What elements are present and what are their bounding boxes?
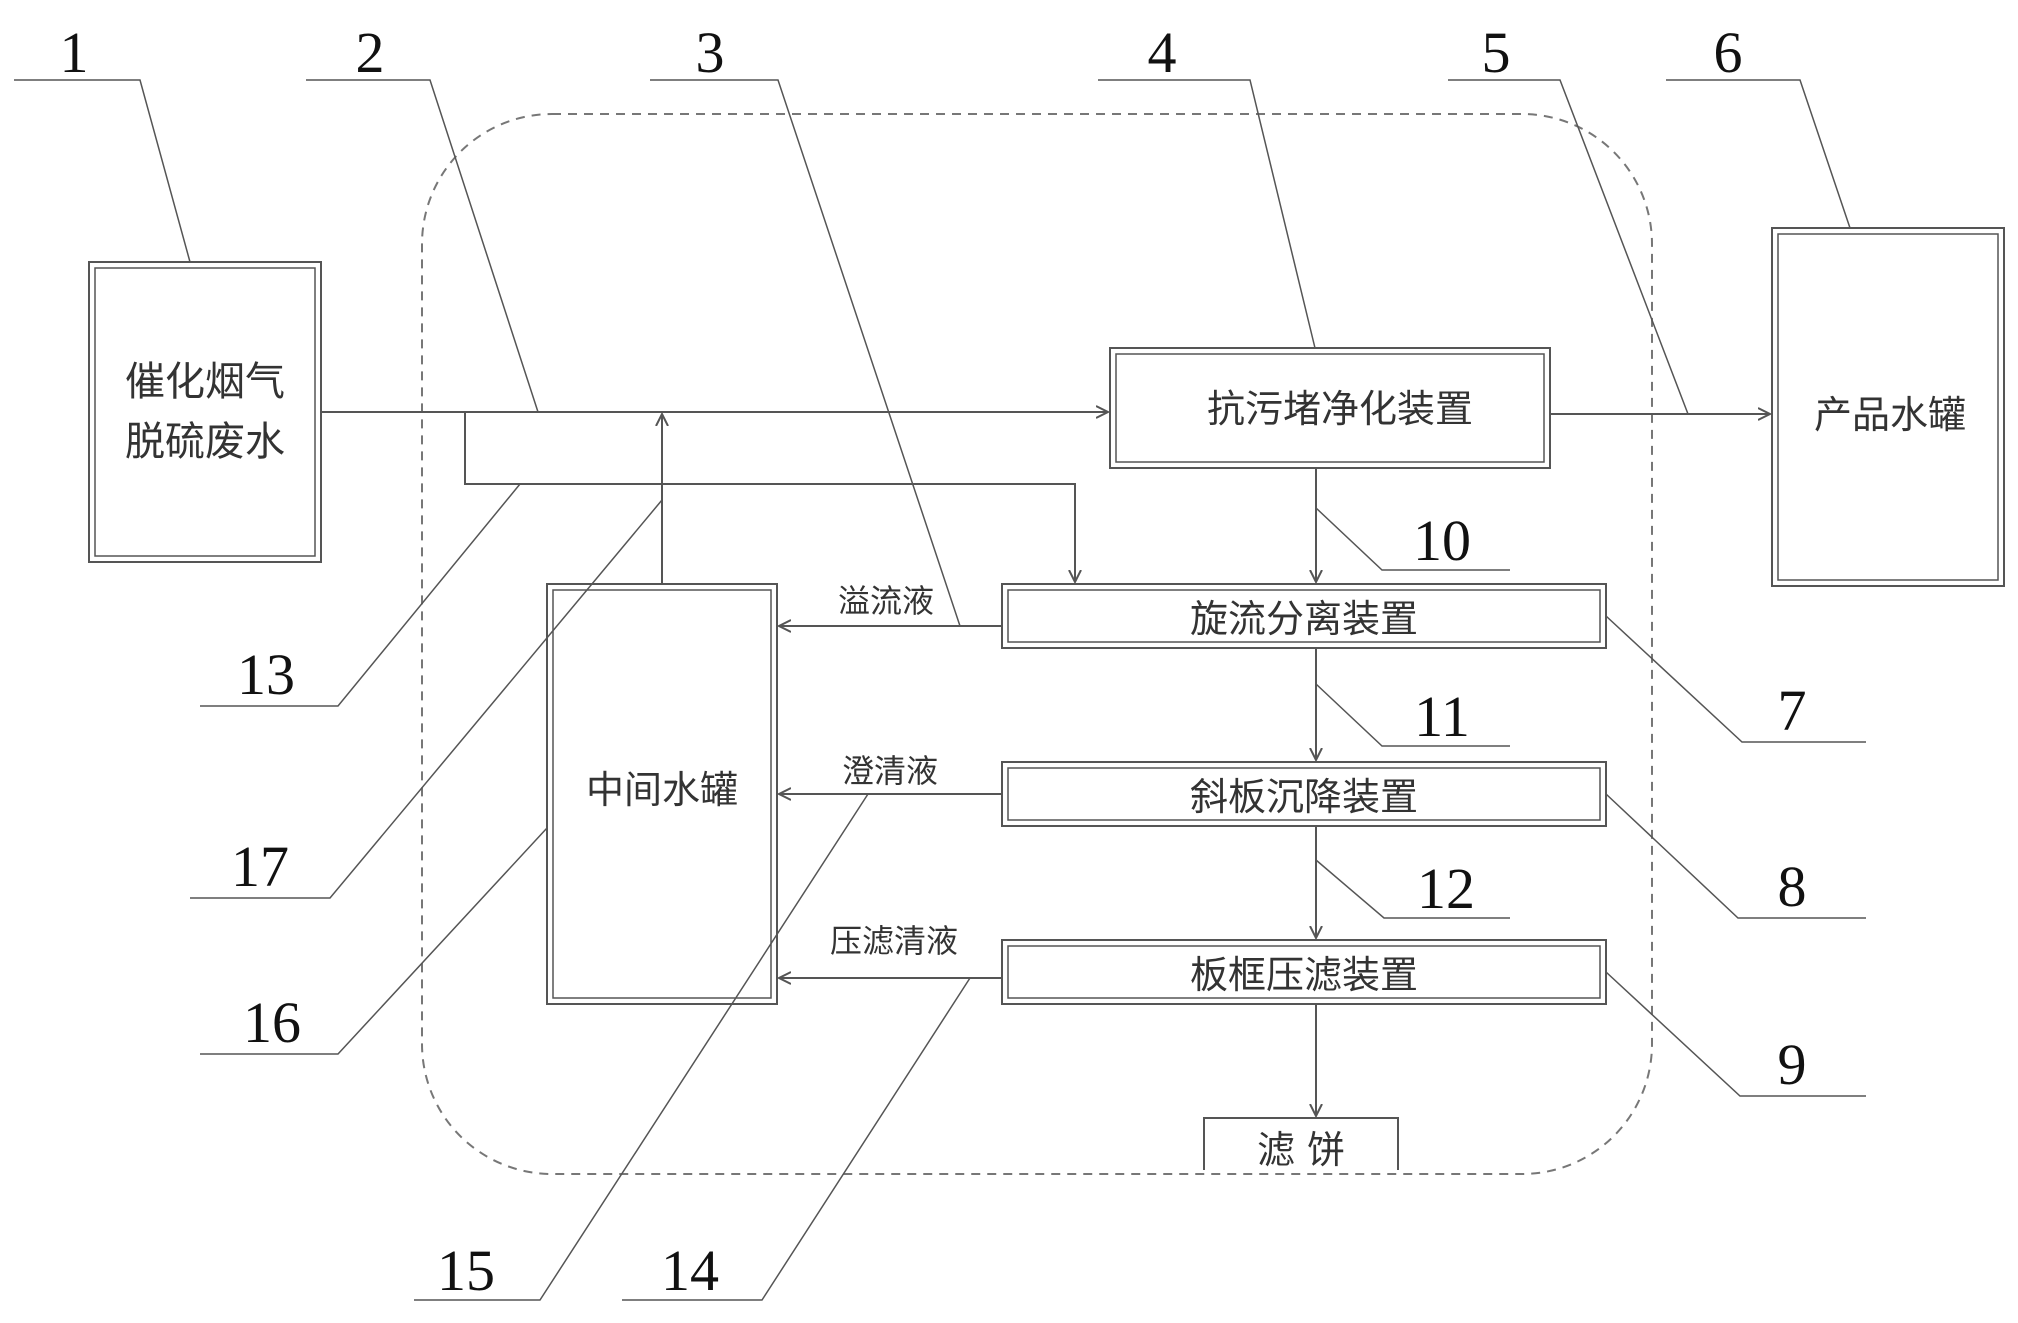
- bypass-line: [464, 412, 1075, 582]
- leader-1: [14, 79, 191, 263]
- callout-9: 9: [1778, 1032, 1807, 1097]
- leader-7: [1605, 615, 1866, 743]
- callout-8: 8: [1778, 854, 1807, 919]
- callout-6: 6: [1714, 20, 1743, 85]
- leader-11: [1315, 683, 1510, 747]
- intermediate-tank-box: 中间水罐: [546, 583, 778, 1005]
- leader-5: [1448, 79, 1689, 415]
- inclined-plate-label: 斜板沉降装置: [1190, 775, 1418, 819]
- purifier-label: 抗污堵净化装置: [1207, 387, 1473, 431]
- leader-14: [622, 977, 971, 1301]
- callout-3: 3: [696, 20, 725, 85]
- inclined-plate-box: 斜板沉降装置: [1001, 761, 1607, 827]
- callout-15: 15: [437, 1238, 495, 1303]
- leader-2: [306, 79, 539, 413]
- callout-7: 7: [1778, 678, 1807, 743]
- callout-10: 10: [1413, 508, 1471, 573]
- product-tank-label: 产品水罐: [1814, 393, 1966, 437]
- intermediate-tank-label: 中间水罐: [586, 768, 738, 812]
- callout-4: 4: [1148, 20, 1177, 85]
- cyclone-label: 旋流分离装置: [1190, 597, 1418, 641]
- callout-2: 2: [356, 20, 385, 85]
- filter-cake-box: 滤 饼: [1203, 1117, 1399, 1172]
- filter-press-label: 板框压滤装置: [1190, 953, 1418, 997]
- cyclone-box: 旋流分离装置: [1001, 583, 1607, 649]
- leader-17: [190, 499, 663, 899]
- callout-1: 1: [60, 20, 89, 85]
- callout-5: 5: [1482, 20, 1511, 85]
- callout-14: 14: [661, 1238, 719, 1303]
- clarified-label: 澄清液: [842, 752, 938, 790]
- leader-6: [1666, 79, 1851, 229]
- leader-16: [200, 827, 548, 1055]
- system-boundary: [421, 113, 1653, 1175]
- leader-3: [650, 79, 961, 627]
- leader-13: [200, 483, 521, 707]
- leader-12: [1315, 859, 1510, 919]
- callout-17: 17: [231, 834, 289, 899]
- overflow-label: 溢流液: [838, 582, 934, 620]
- leader-9: [1605, 971, 1866, 1097]
- feed-label-line2: 脱硫废水: [125, 419, 285, 465]
- leader-10: [1315, 507, 1510, 571]
- callout-13: 13: [237, 642, 295, 707]
- callout-12: 12: [1417, 856, 1475, 921]
- filter-press-box: 板框压滤装置: [1001, 939, 1607, 1005]
- filtrate-label: 压滤清液: [830, 922, 958, 960]
- product-tank-box: 产品水罐: [1771, 227, 2005, 587]
- purifier-box: 抗污堵净化装置: [1109, 347, 1551, 469]
- feed-box: 催化烟气 脱硫废水: [88, 261, 322, 563]
- leader-15: [414, 793, 869, 1301]
- feed-label-line1: 催化烟气: [125, 359, 285, 405]
- callout-leaders: [14, 79, 1866, 1301]
- leader-4: [1098, 79, 1316, 349]
- filter-cake-label: 滤 饼: [1257, 1128, 1345, 1172]
- leader-8: [1605, 793, 1866, 919]
- callout-11: 11: [1414, 684, 1470, 749]
- callout-16: 16: [243, 990, 301, 1055]
